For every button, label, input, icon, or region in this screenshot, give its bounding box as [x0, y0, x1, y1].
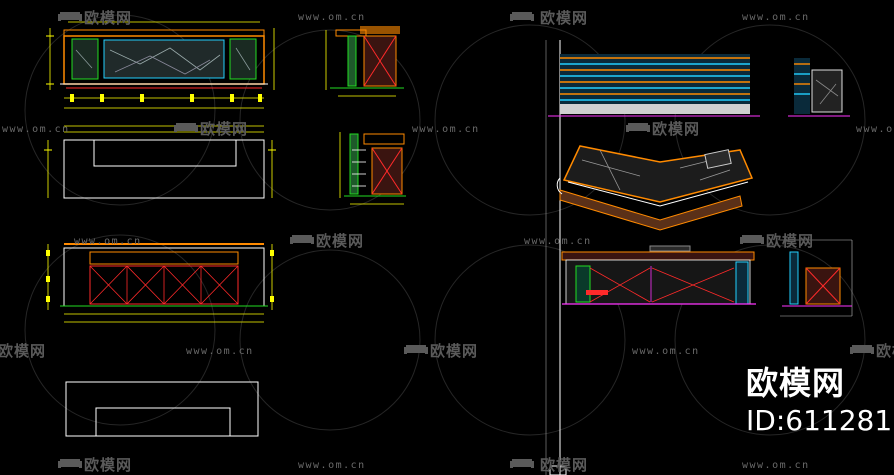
watermark-url: www.om.cn — [74, 236, 142, 247]
watermark-url: www.om.cn — [412, 124, 480, 135]
watermark-url: www.om.cn — [742, 12, 810, 23]
section-detail-bottom — [339, 132, 406, 205]
watermark-brand: 欧模网 — [766, 232, 814, 250]
watermark-brand: 欧模网 — [84, 9, 132, 27]
watermark-brand: 欧模网 — [0, 342, 46, 360]
watermark-brand: 欧模网 — [200, 120, 248, 138]
watermark-url: www.om.cn — [298, 460, 366, 471]
watermark-url: www.om.cn — [298, 12, 366, 23]
watermark-brand: 欧模网 — [430, 342, 478, 360]
sofa-logo-icon — [58, 12, 874, 468]
watermark-layer: 欧模网 www.om.cn 欧模网 www.om.cn www.om.cn 欧模… — [0, 9, 894, 474]
watermark-url: www.om.cn — [2, 124, 70, 135]
front-elevation-marble — [46, 21, 275, 109]
watermark-brand: 欧模网 — [540, 456, 588, 474]
watermark-url: www.om.cn — [856, 124, 894, 135]
overlay-brand: 欧模网 — [746, 364, 846, 402]
corner-marker — [549, 465, 567, 475]
overlay-id-label: ID:611281 — [746, 404, 893, 437]
watermark-brand: 欧模网 — [84, 456, 132, 474]
watermark-brand: 欧模网 — [652, 120, 700, 138]
back-elevation-panels — [46, 243, 274, 323]
watermark-url: www.om.cn — [186, 346, 254, 357]
watermark-url: www.om.cn — [742, 460, 810, 471]
plan-view-top — [44, 125, 276, 199]
plan-outline-bottom — [65, 381, 259, 437]
counter-back-elevation — [561, 245, 756, 305]
watermark-brand: 欧模网 — [316, 232, 364, 250]
watermark-brand: 欧模网 — [540, 9, 588, 27]
section-detail-top — [325, 26, 404, 97]
watermark-url: www.om.cn — [524, 236, 592, 247]
watermark-url: www.om.cn — [632, 346, 700, 357]
watermark-brand: 欧模网 — [876, 342, 894, 360]
side-section-right — [780, 239, 853, 317]
striped-wall-elevation — [548, 54, 850, 117]
counter-perspective — [556, 145, 754, 231]
watermark-rings — [24, 14, 866, 436]
